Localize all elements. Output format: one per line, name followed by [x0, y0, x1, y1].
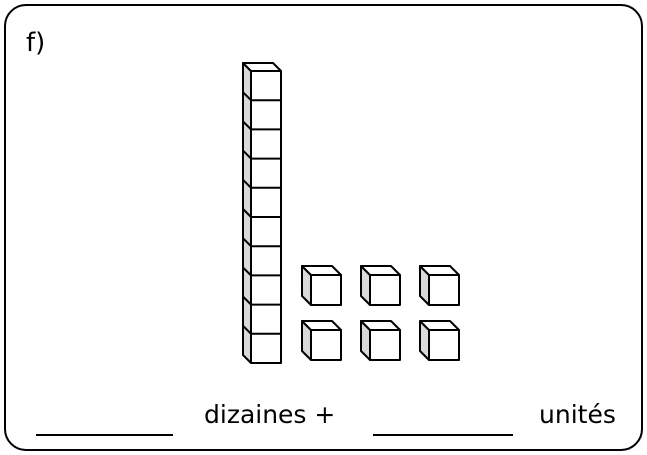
exercise-card: [4, 4, 643, 451]
unit-cubes: [301, 265, 460, 361]
unit-cube: [419, 320, 460, 361]
unit-cube: [301, 320, 342, 361]
tens-rods: [242, 62, 282, 364]
unit-cube: [301, 265, 342, 306]
tens-rod: [242, 62, 282, 364]
tens-answer-blank[interactable]: [36, 434, 173, 436]
tens-word: dizaines +: [204, 400, 336, 429]
unit-cube: [419, 265, 460, 306]
unit-cube: [360, 320, 401, 361]
units-word: unités: [539, 400, 616, 429]
units-answer-blank[interactable]: [373, 434, 513, 436]
unit-cube: [360, 265, 401, 306]
exercise-label: f): [26, 28, 46, 58]
